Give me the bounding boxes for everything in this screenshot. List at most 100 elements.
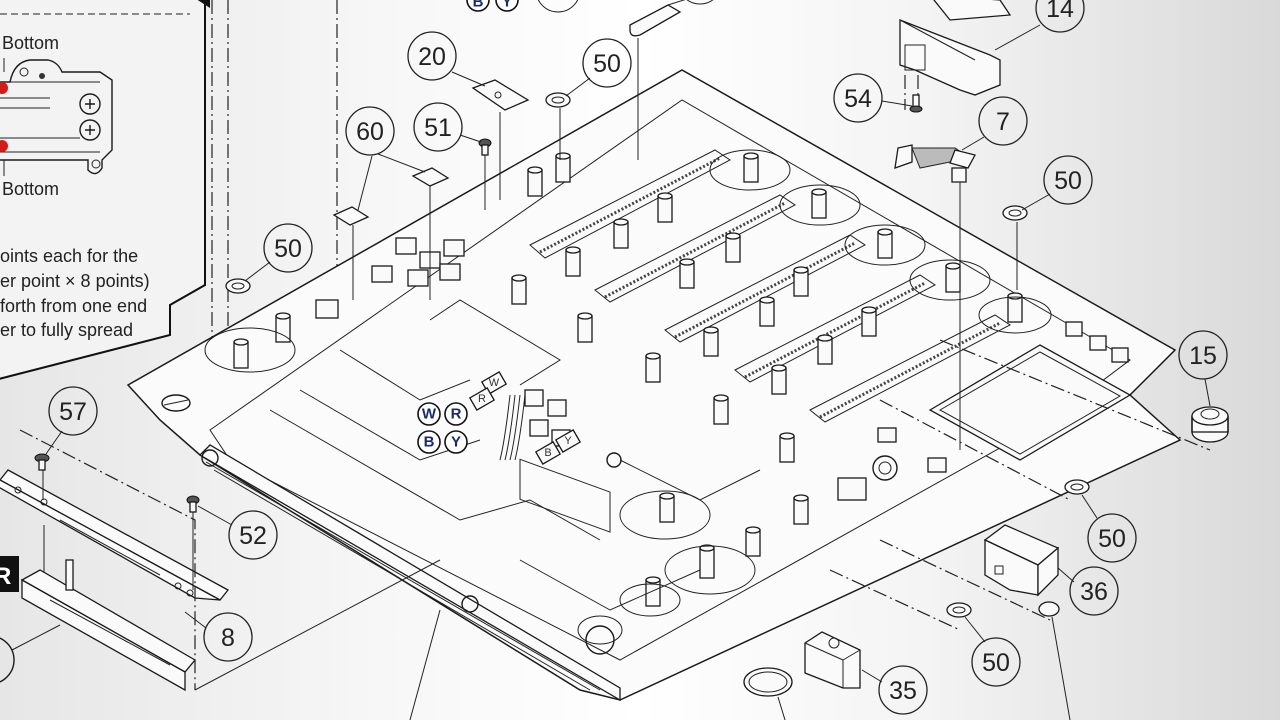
callout-60: 60 bbox=[345, 106, 426, 211]
callout-partial bbox=[537, 0, 579, 13]
knob-pads bbox=[204, 149, 1052, 645]
part-7-flat-cable bbox=[894, 144, 976, 450]
instruction-line: er to fully spread bbox=[0, 320, 133, 340]
svg-text:52: 52 bbox=[239, 522, 267, 550]
inset-bracket-illustration bbox=[0, 58, 113, 176]
part-57-screw bbox=[34, 453, 50, 471]
part-14-bracket bbox=[899, 0, 1012, 110]
connector-tab-label: R bbox=[478, 393, 486, 405]
callout-14: 14 bbox=[994, 0, 1085, 51]
callout-57: 57 bbox=[45, 386, 98, 455]
part-15-knob-cap bbox=[1191, 406, 1229, 443]
knob-posts bbox=[233, 152, 1023, 607]
guide-line bbox=[939, 339, 1211, 451]
part-54-screw bbox=[909, 94, 923, 113]
frame-detail-lines bbox=[201, 299, 761, 655]
leader-line bbox=[409, 609, 441, 720]
washer-50 bbox=[545, 92, 571, 160]
connector-tab-label: W bbox=[489, 377, 500, 389]
svg-text:Y: Y bbox=[451, 434, 461, 451]
wire-harness: W R B Y bbox=[468, 371, 582, 465]
svg-text:50: 50 bbox=[274, 235, 302, 263]
connector-tab-label: B bbox=[544, 447, 551, 459]
callout-50: 50 bbox=[1081, 494, 1137, 563]
wire-label-b-top: B bbox=[466, 0, 490, 12]
svg-text:B: B bbox=[473, 0, 484, 11]
washer-50 bbox=[946, 602, 972, 618]
svg-text:57: 57 bbox=[59, 398, 87, 426]
washer-50 bbox=[1002, 205, 1028, 290]
part-51-screw bbox=[478, 138, 492, 210]
svg-text:7: 7 bbox=[996, 108, 1010, 136]
svg-text:35: 35 bbox=[889, 677, 917, 705]
wire-label-y: Y bbox=[444, 430, 468, 454]
svg-text:14: 14 bbox=[1046, 0, 1074, 23]
panel-buttons bbox=[837, 321, 1129, 501]
wire-label-y-top: Y bbox=[495, 0, 519, 12]
guide-line bbox=[879, 399, 1071, 501]
instruction-line: oints each for the bbox=[0, 246, 138, 266]
callout-54: 54 bbox=[833, 73, 913, 123]
svg-text:15: 15 bbox=[1189, 342, 1217, 370]
svg-text:50: 50 bbox=[593, 50, 621, 78]
svg-text:8: 8 bbox=[221, 624, 235, 652]
svg-text:20: 20 bbox=[418, 43, 446, 71]
instruction-line: er point × 8 points) bbox=[0, 271, 150, 291]
side-badge: R bbox=[0, 556, 19, 592]
callout-50: 50 bbox=[565, 38, 632, 97]
part-35-bracket bbox=[804, 631, 861, 689]
callout-51: 51 bbox=[413, 102, 482, 152]
part-36-button-cap bbox=[983, 524, 1060, 597]
callout-36: 36 bbox=[1057, 566, 1119, 616]
callout-partial bbox=[0, 637, 15, 683]
svg-text:Y: Y bbox=[502, 0, 512, 11]
callout-8: 8 bbox=[184, 611, 253, 662]
svg-text:36: 36 bbox=[1080, 578, 1108, 606]
callout-7: 7 bbox=[961, 96, 1028, 151]
part-ring bbox=[743, 667, 793, 720]
instruction-line: forth from one end bbox=[0, 296, 147, 316]
bottom-label-bottom: Bottom bbox=[2, 179, 59, 199]
part-52-screw bbox=[186, 495, 200, 590]
callout-50: 50 bbox=[244, 223, 313, 282]
svg-text:R: R bbox=[451, 406, 462, 423]
callout-15: 15 bbox=[1178, 330, 1228, 407]
part-8-fader-bracket bbox=[0, 469, 229, 601]
part-60-pads bbox=[332, 167, 450, 300]
inset-note-box: Bottom Bottom oints each for the er poin… bbox=[0, 0, 210, 380]
callout-50: 50 bbox=[964, 616, 1021, 687]
callout-20: 20 bbox=[407, 31, 486, 87]
fader-slots bbox=[529, 149, 1011, 423]
svg-text:54: 54 bbox=[844, 85, 872, 113]
connector-tab-label: Y bbox=[564, 435, 572, 447]
callout-partial bbox=[686, 0, 714, 5]
part-lever bbox=[629, 4, 682, 160]
part-20-plate bbox=[471, 79, 530, 200]
inset-instructions: oints each for the er point × 8 points) … bbox=[0, 246, 150, 340]
svg-text:B: B bbox=[424, 434, 435, 451]
svg-text:W: W bbox=[422, 406, 437, 423]
washer-50 bbox=[225, 278, 251, 294]
bottom-label-top: Bottom bbox=[2, 33, 59, 53]
washer-50 bbox=[1064, 479, 1090, 495]
callout-35: 35 bbox=[861, 665, 928, 715]
wire-label-w: W bbox=[417, 402, 441, 426]
guide-line bbox=[879, 539, 1051, 621]
svg-text:50: 50 bbox=[1098, 525, 1126, 553]
wire-label-r: R bbox=[444, 402, 468, 426]
guide-line bbox=[19, 429, 196, 690]
wire-label-b: B bbox=[417, 430, 441, 454]
callout-50: 50 bbox=[1021, 155, 1093, 211]
washer-50 bbox=[1038, 601, 1071, 720]
red-grease-point-icon bbox=[0, 82, 8, 94]
svg-text:50: 50 bbox=[1054, 167, 1082, 195]
svg-text:51: 51 bbox=[424, 114, 452, 142]
svg-text:60: 60 bbox=[356, 118, 384, 146]
callout-52: 52 bbox=[197, 505, 278, 560]
red-grease-point-icon bbox=[0, 140, 8, 152]
guide-line bbox=[194, 559, 441, 691]
main-chassis-plate: W R B Y bbox=[126, 69, 1182, 702]
svg-text:R: R bbox=[0, 563, 11, 590]
svg-text:50: 50 bbox=[982, 649, 1010, 677]
